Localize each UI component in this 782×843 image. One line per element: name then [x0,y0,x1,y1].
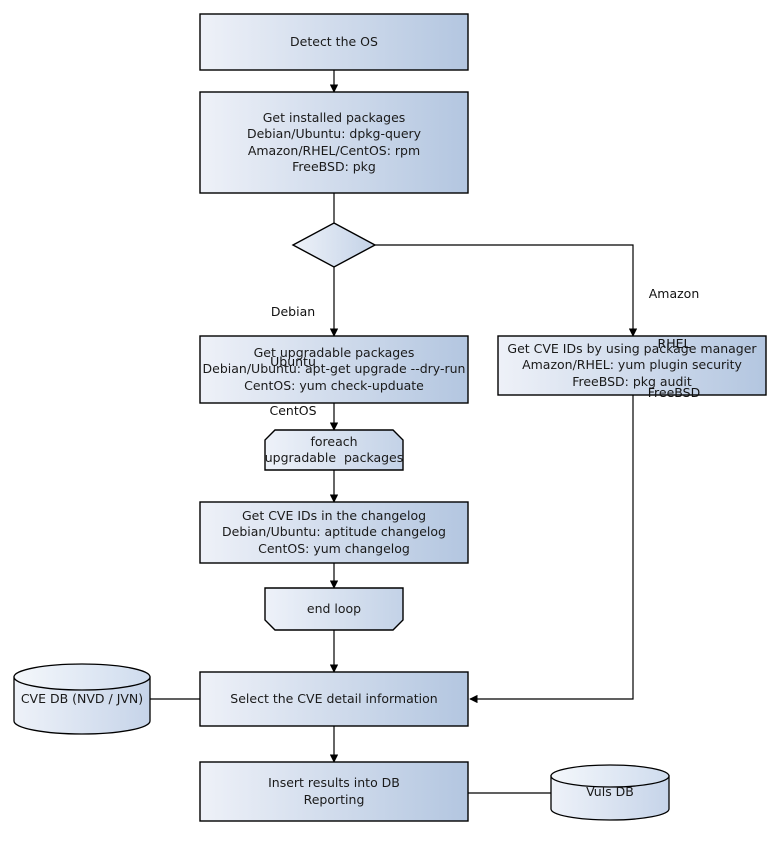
edge-decision-right [375,244,638,337]
edge-label-line: Ubuntu [270,353,316,369]
node-end-loop [264,587,404,631]
node-detect-os [199,13,469,71]
edge-label-line: FreeBSD [647,385,701,400]
node-select-cve-detail [199,671,469,727]
node-foreach-loop-start [264,429,404,471]
edge-label-left-branch: Debian Ubuntu CentOS [258,271,328,453]
edge-label-line: Debian [270,304,316,319]
node-get-cve-ids-package-manager [497,335,767,396]
node-get-cve-ids-changelog [199,501,469,564]
node-insert-results [199,761,469,822]
node-cve-db [13,663,151,735]
node-os-decision [291,222,377,268]
edge-label-line: RHEL [657,335,691,351]
node-get-upgradable-packages [199,335,469,404]
edge-label-line: Amazon [648,286,700,301]
edge-rightbox-to-select [469,395,634,704]
node-vuls-db [550,764,670,821]
node-get-installed-packages [199,91,469,194]
edge-label-right-branch: Amazon RHEL FreeBSD [638,253,710,435]
edge-label-line: CentOS [269,403,317,418]
